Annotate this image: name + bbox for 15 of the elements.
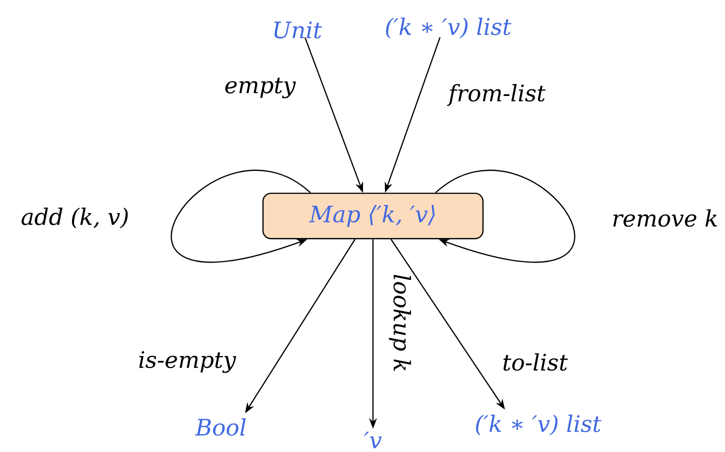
arrow xyxy=(171,170,311,263)
type-label: (′k ∗ ′v) list xyxy=(386,18,512,38)
edge-label: add (k, v) xyxy=(19,206,131,230)
type-label: (′k ∗ ′v) list xyxy=(476,414,602,436)
edge-label: is-empty xyxy=(136,350,238,374)
type-label: Bool xyxy=(195,418,246,436)
type-box: Map ⟨′k, ′v⟩ xyxy=(262,192,484,240)
edge-label: to-list xyxy=(500,352,570,372)
type-label: Unit xyxy=(274,22,322,38)
type-label: ′v xyxy=(364,432,382,448)
edge-label: remove k xyxy=(610,208,720,228)
edge-label: from-list xyxy=(447,82,547,108)
edge-label: lookup k xyxy=(388,272,412,374)
edge-label: empty xyxy=(223,76,297,100)
arrow xyxy=(435,170,575,263)
